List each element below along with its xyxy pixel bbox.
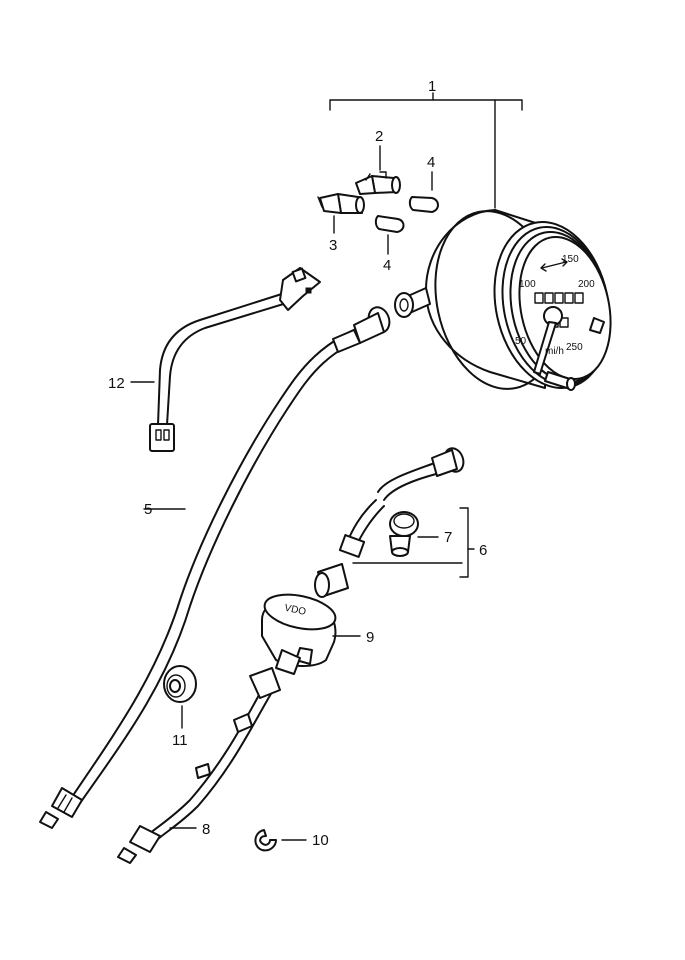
bulb-4-upper <box>408 171 439 213</box>
callout-9: 9 <box>366 629 374 646</box>
assembly-bracket-1 <box>329 92 523 209</box>
callout-labels: 1 2 3 4 4 12 5 7 6 9 11 8 10 <box>108 78 487 849</box>
callout-4-lower: 4 <box>383 257 391 274</box>
dial-number-100: 100 <box>519 279 536 290</box>
dial-number-250: 250 <box>566 342 583 353</box>
callout-7: 7 <box>444 529 452 546</box>
callout-6: 6 <box>479 542 487 559</box>
callout-5: 5 <box>144 501 152 518</box>
dial-number-200: 200 <box>578 279 595 290</box>
bulb-holder-2 <box>355 145 401 195</box>
bulb-4-lower <box>374 215 405 255</box>
dial-number-50: 50 <box>515 336 527 347</box>
dial-number-150: 150 <box>562 254 579 265</box>
callout-10: 10 <box>312 832 329 849</box>
connector-7 <box>389 511 439 557</box>
callout-12: 12 <box>108 375 125 392</box>
callout-3: 3 <box>329 237 337 254</box>
callout-4-upper: 4 <box>427 154 435 171</box>
cable-assembly-6 <box>314 447 475 598</box>
wiring-harness-12 <box>130 267 321 452</box>
callout-2: 2 <box>375 128 383 145</box>
callout-1: 1 <box>428 78 436 95</box>
clip-10 <box>254 829 307 852</box>
sensor-brand-text: VDO <box>283 603 307 618</box>
grommet-11 <box>163 665 197 729</box>
vdo-sensor-9: VDO <box>261 593 361 675</box>
speedometer: 50 100 150 200 250 mi/h <box>394 209 612 391</box>
lower-cable-8 <box>117 667 281 864</box>
dial-unit-text: mi/h <box>545 346 564 357</box>
callout-8: 8 <box>202 821 210 838</box>
bulb-holder-3 <box>317 193 365 234</box>
callout-11: 11 <box>172 732 188 749</box>
speedometer-cable-5 <box>39 306 391 829</box>
